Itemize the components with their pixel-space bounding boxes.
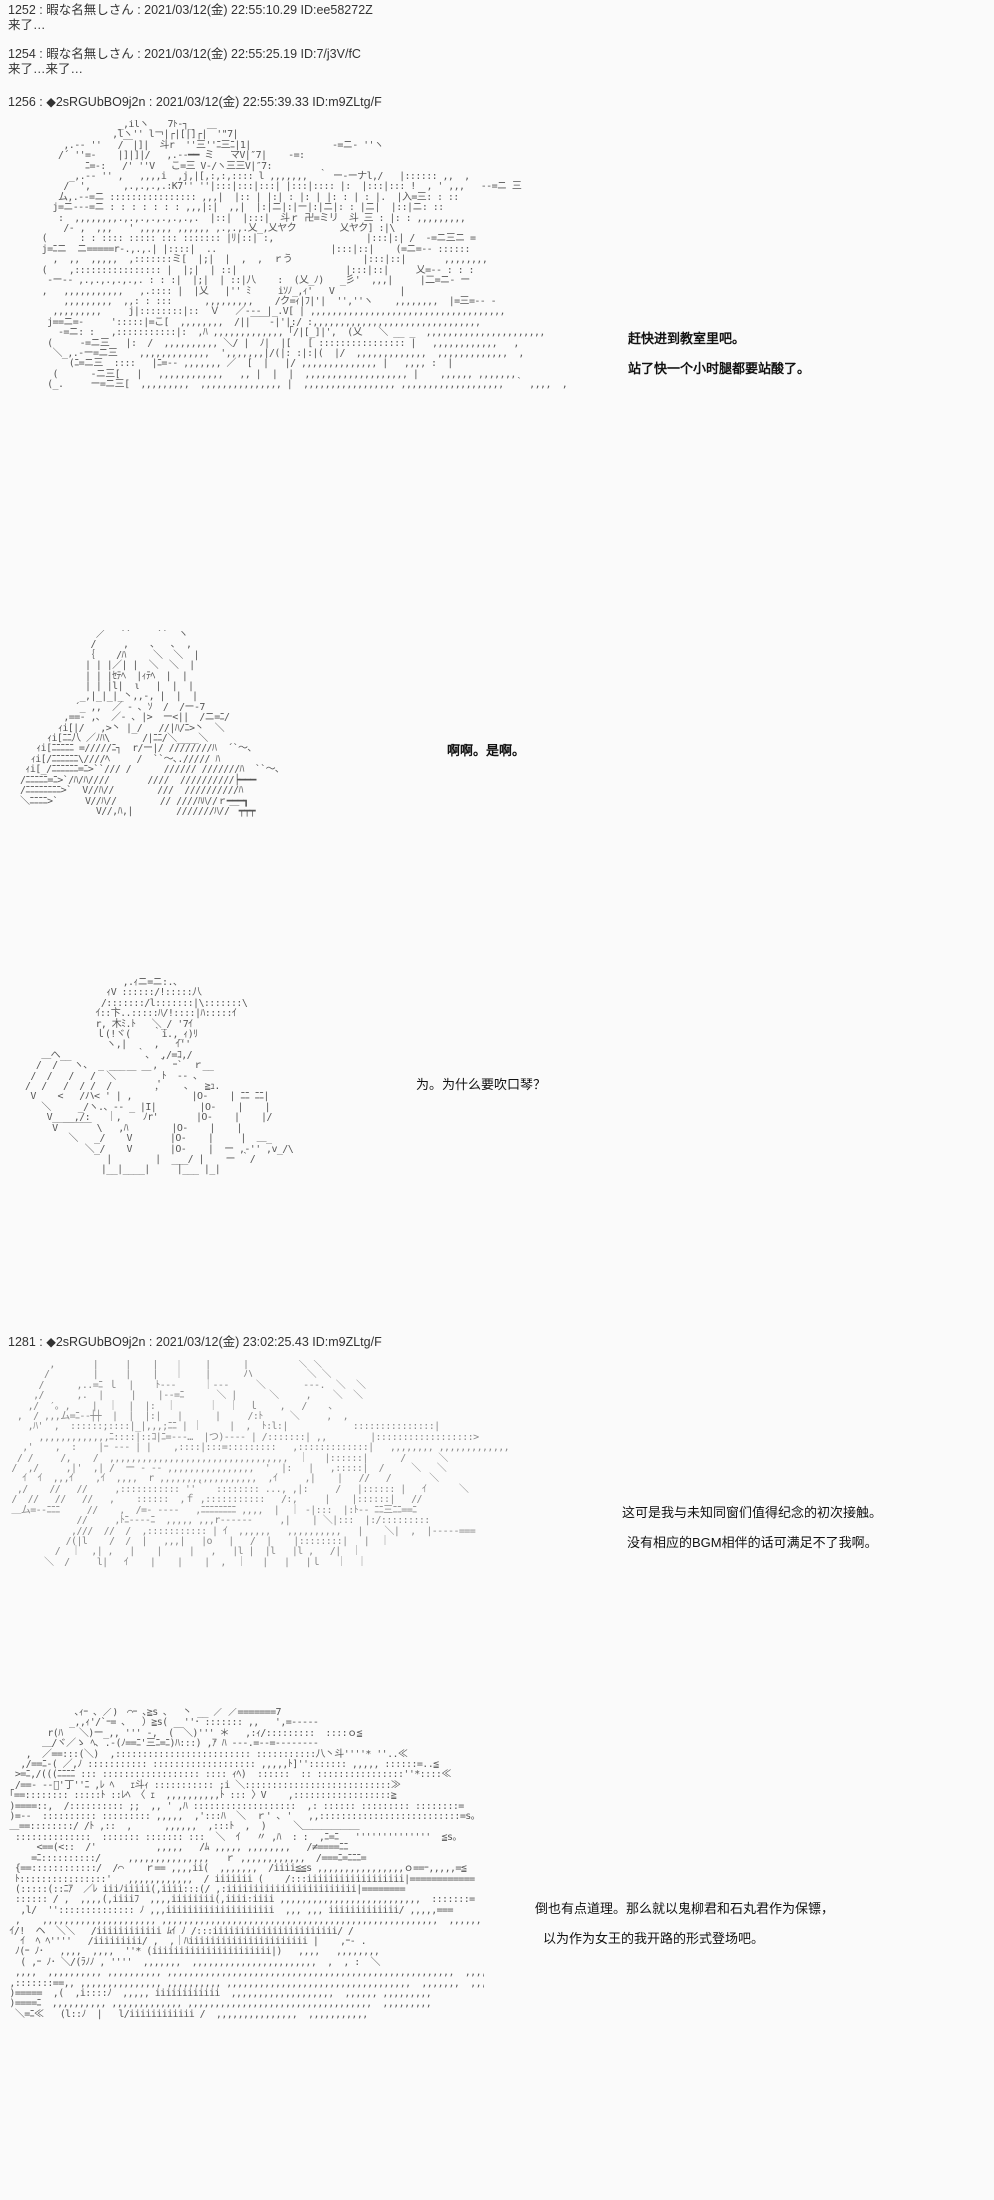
post-1252-header: 1252 : 暇な名無しさん : 2021/03/12(金) 22:55:10.… (8, 3, 373, 17)
dialogue-line: 没有相应的BGM相伴的话可满足不了我啊。 (627, 1535, 878, 1550)
ascii-art-character-turning: ／￣ `` ｀ `` ヽ / , ､ ､ , ｛ /ﾊ ＼ ＼ | | | |／… (20, 630, 280, 817)
post-1252-body: 来了… (8, 18, 46, 32)
dialogue-scene1: 赶快进到教室里吧。 站了快一个小时腿都要站酸了。 (628, 324, 810, 384)
ascii-art-dramatic-lines-scene: , | | | ｜ | | ＼ ＼ / | | | ｜ | ハ ＼ ＼ / ,.… (11, 1360, 510, 1568)
post-1256-header: 1256 : ◆2sRGUbBO9j2n : 2021/03/12(金) 22:… (8, 95, 382, 109)
post-1254-body: 来了…来了… (8, 62, 84, 76)
dialogue-line: 倒也有点道理。那么就以鬼柳君和石丸君作为保镖， (535, 1901, 835, 1916)
dialogue-line: 以为作为女王的我开路的形式登场吧。 (543, 1931, 765, 1946)
ascii-art-harmonica-scene: ,.ｨニ=ニ:.、 ｨV ::::::/!:::::八 /:::::::/l::… (25, 978, 294, 1176)
ascii-art-classroom-scene: _,ilヽ￣￣7ﾄ‐┐_ ,lヽ'' l￢|┌|[|]┌|￣'"7| ,.-‐ … (41, 120, 568, 391)
dialogue-scene2: 啊啊。是啊。 (447, 736, 525, 766)
dialogue-line: 赶快进到教室里吧。 (628, 331, 746, 346)
dialogue-scene3: 为。为什么要吹口琴？ (416, 1070, 546, 1100)
ascii-art-entourage-scene: ､ｨｰ ､ ／)￣⌒ｰ ､≧s ､ ｀丶 __ ／ ／=======7 _,,ｨ… (9, 1708, 484, 2020)
dialogue-line: 为。为什么要吹口琴？ (416, 1077, 547, 1092)
dialogue-line: 站了快一个小时腿都要站酸了。 (628, 361, 811, 376)
post-1254-header: 1254 : 暇な名無しさん : 2021/03/12(金) 22:55:25.… (8, 47, 361, 61)
dialogue-line: 啊啊。是啊。 (447, 743, 526, 758)
dialogue-scene5: 倒也有点道理。那么就以鬼柳君和石丸君作为保镖， 以为作为女王的我开路的形式登场吧… (535, 1894, 834, 1954)
dialogue-scene4: 这可是我与未知同窗们值得纪念的初次接触。 没有相应的BGM相伴的话可满足不了我啊… (622, 1498, 882, 1558)
dialogue-line: 这可是我与未知同窗们值得纪念的初次接触。 (622, 1505, 883, 1520)
post-1281-header: 1281 : ◆2sRGUbBO9j2n : 2021/03/12(金) 23:… (8, 1335, 382, 1349)
